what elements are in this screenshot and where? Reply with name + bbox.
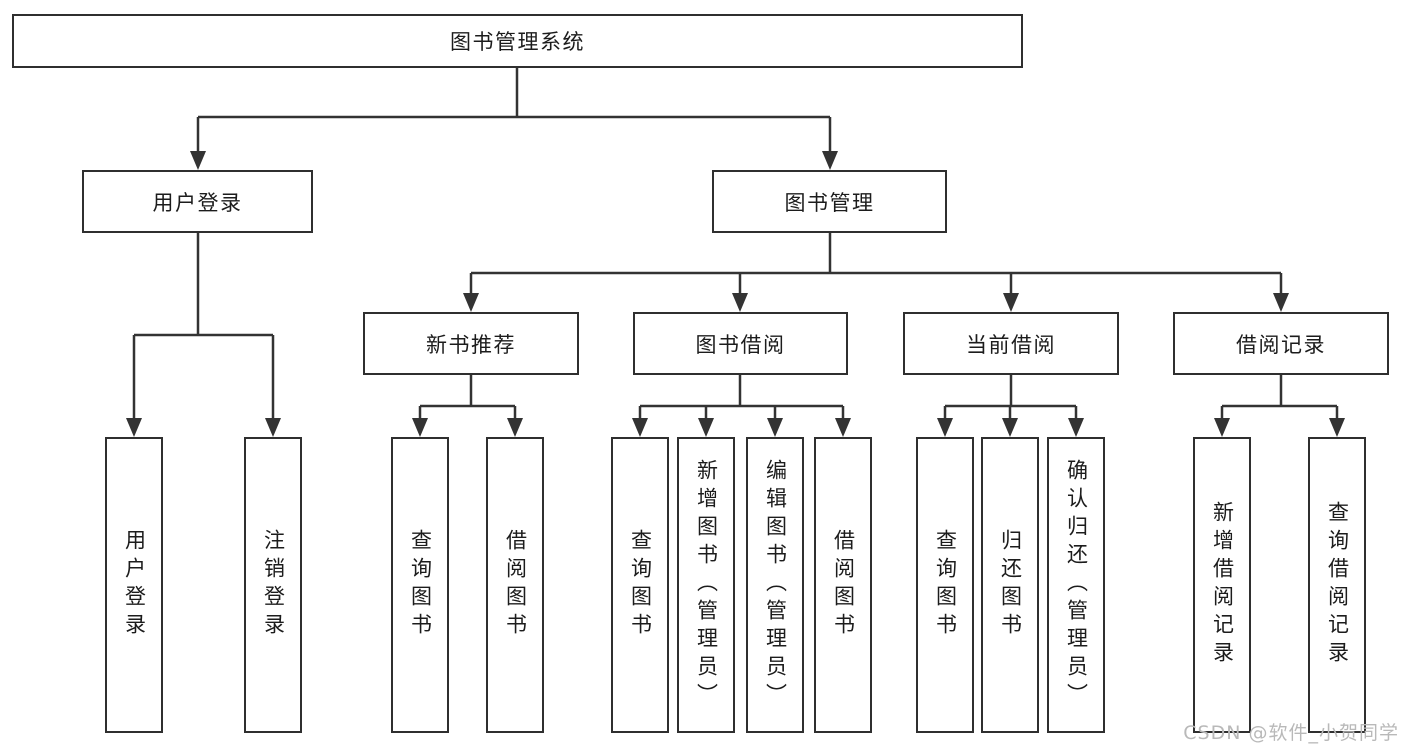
- leaf-user-login: 用户登录: [105, 437, 163, 733]
- leaf-cb-query-book: 查询图书: [916, 437, 974, 733]
- node-label: 新书推荐: [426, 332, 516, 357]
- leaf-bb-query-book: 查询图书: [611, 437, 669, 733]
- arrowheads: [126, 151, 1345, 437]
- leaf-br-query-record: 查询借阅记录: [1308, 437, 1366, 733]
- node-label: 注销登录: [261, 529, 286, 641]
- leaf-rec-query-book: 查询图书: [391, 437, 449, 733]
- leaf-logout: 注销登录: [244, 437, 302, 733]
- node-label: 查询图书: [933, 529, 958, 641]
- node-label: 新增图书（管理员）: [694, 459, 719, 711]
- leaf-bb-add-book-admin: 新增图书（管理员）: [677, 437, 735, 733]
- node-label: 查询图书: [408, 529, 433, 641]
- node-user-login: 用户登录: [82, 170, 313, 233]
- node-label: 图书管理系统: [450, 30, 585, 54]
- node-borrowing-records: 借阅记录: [1173, 312, 1389, 375]
- node-label: 用户登录: [152, 190, 243, 215]
- node-label: 图书管理: [784, 190, 875, 215]
- node-label: 借阅图书: [503, 529, 528, 641]
- node-library-management-system: 图书管理系统: [12, 14, 1023, 68]
- node-current-borrowing: 当前借阅: [903, 312, 1119, 375]
- connector-paths: [132, 68, 1339, 421]
- node-new-book-recommend: 新书推荐: [363, 312, 579, 375]
- node-label: 查询图书: [628, 529, 653, 641]
- csdn-watermark: CSDN @软件_小贺同学: [1183, 722, 1399, 744]
- leaf-bb-edit-book-admin: 编辑图书（管理员）: [746, 437, 804, 733]
- node-label: 查询借阅记录: [1325, 501, 1350, 669]
- leaf-cb-return-book: 归还图书: [981, 437, 1039, 733]
- node-book-management: 图书管理: [712, 170, 947, 233]
- node-label: 确认归还（管理员）: [1064, 459, 1089, 711]
- node-label: 借阅图书: [831, 529, 856, 641]
- node-label: 新增借阅记录: [1210, 501, 1235, 669]
- node-label: 借阅记录: [1236, 332, 1326, 357]
- node-label: 归还图书: [998, 529, 1023, 641]
- node-label: 编辑图书（管理员）: [763, 459, 788, 711]
- leaf-rec-borrow-book: 借阅图书: [486, 437, 544, 733]
- leaf-cb-confirm-return-admin: 确认归还（管理员）: [1047, 437, 1105, 733]
- node-label: 当前借阅: [966, 332, 1056, 357]
- leaf-bb-borrow-book: 借阅图书: [814, 437, 872, 733]
- node-book-borrowing: 图书借阅: [633, 312, 848, 375]
- leaf-br-add-record: 新增借阅记录: [1193, 437, 1251, 733]
- node-label: 图书借阅: [695, 332, 786, 357]
- node-label: 用户登录: [122, 529, 147, 641]
